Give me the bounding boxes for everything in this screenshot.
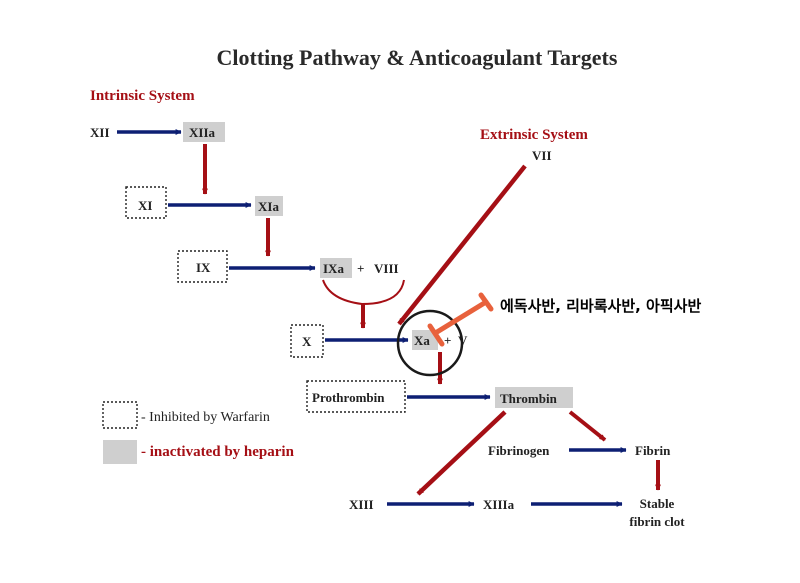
plus-sign-viii: + <box>357 261 364 276</box>
diagram-title: Clotting Pathway & Anticoagulant Targets <box>217 45 618 70</box>
factor-xi: XI <box>138 198 152 213</box>
x-warfarin-box <box>290 324 324 358</box>
xia-heparin-box <box>255 196 283 216</box>
xiia-heparin-box <box>183 122 225 142</box>
intrinsic-system-label: Intrinsic System <box>90 88 195 104</box>
arrow-thrombin-to-xiii <box>416 410 507 496</box>
plus-sign-v: + <box>444 333 451 348</box>
ixa-viii-complex-bracket <box>322 279 405 306</box>
arrow-vii-to-xa <box>397 164 527 326</box>
thrombin-label: Thrombin <box>500 391 558 406</box>
legend-heparin-label: - inactivated by heparin <box>141 444 295 460</box>
factor-xiii: XIII <box>349 497 374 512</box>
xa-target-circle <box>396 309 464 377</box>
ixa-heparin-box <box>320 258 352 278</box>
stable-clot-line2: fibrin clot <box>629 514 685 529</box>
xa-heparin-box <box>412 330 438 350</box>
factor-xiiia: XIIIa <box>483 497 515 512</box>
fibrin-label: Fibrin <box>635 443 671 458</box>
legend-heparin-swatch <box>103 440 137 464</box>
legend-warfarin-label: - Inhibited by Warfarin <box>141 410 270 425</box>
factor-ix: IX <box>196 260 211 275</box>
inhibitor-bar-head <box>427 323 445 347</box>
factor-x: X <box>302 334 312 349</box>
thrombin-heparin-box <box>495 387 573 408</box>
factor-viii: VIII <box>374 261 399 276</box>
stable-clot-line1: Stable <box>640 496 675 511</box>
fibrinogen-label: Fibrinogen <box>488 443 550 458</box>
factor-xii: XII <box>90 125 110 140</box>
arrow-thrombin-to-fibrin <box>568 410 607 442</box>
prothrombin-warfarin-box <box>306 380 406 413</box>
factor-xa: Xa <box>414 333 430 348</box>
prothrombin-label: Prothrombin <box>312 390 385 405</box>
anticoagulant-drug-annotation: 에독사반, 리바록사반, 아픽사반 <box>500 297 701 315</box>
ix-warfarin-box <box>177 250 228 283</box>
factor-xia: XIa <box>258 199 279 214</box>
factor-ixa: IXa <box>323 261 344 276</box>
factor-xiia: XIIa <box>189 125 216 140</box>
factor-vii: VII <box>532 148 552 163</box>
inhibitor-bar-stem <box>434 299 489 335</box>
extrinsic-system-label: Extrinsic System <box>480 127 588 143</box>
xi-warfarin-box <box>125 186 167 219</box>
inhibitor-bar-tail <box>478 292 494 312</box>
legend-warfarin-swatch <box>102 401 138 429</box>
